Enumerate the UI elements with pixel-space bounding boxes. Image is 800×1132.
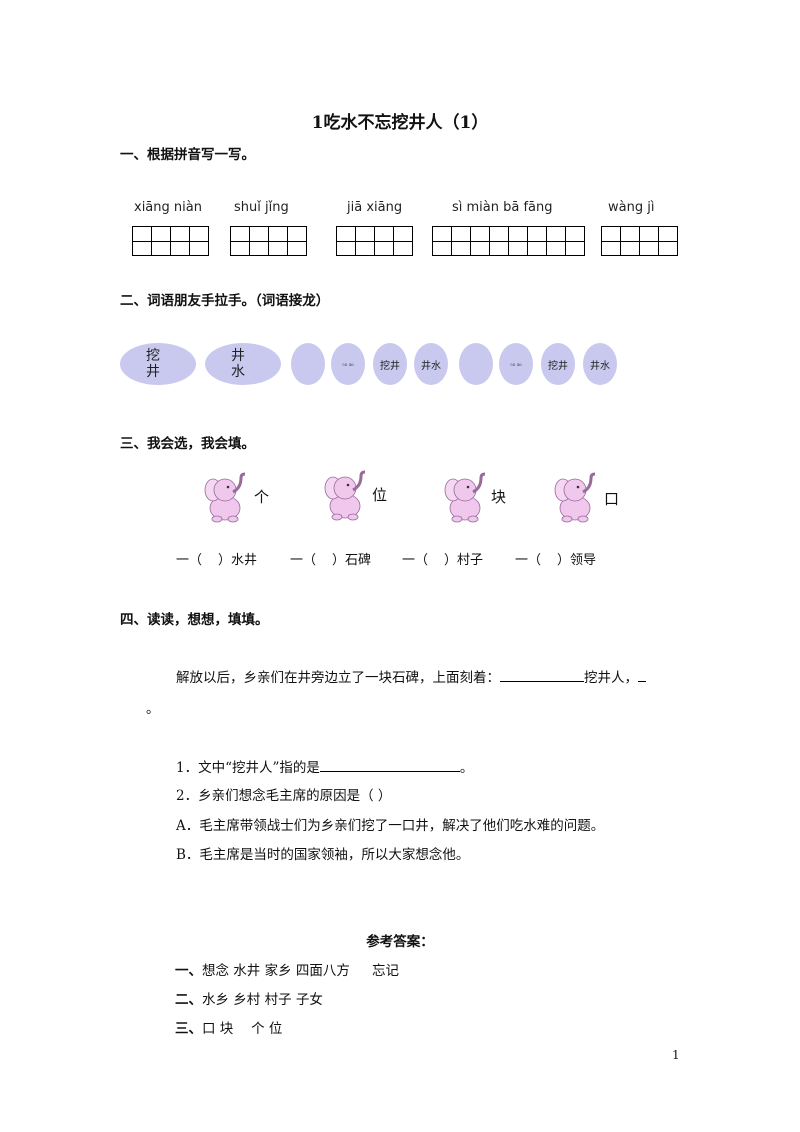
oval-char-top: 井	[231, 348, 245, 364]
tiny-oval[interactable]: 58 46	[499, 343, 533, 385]
small-word-oval[interactable]: 井水	[583, 343, 617, 385]
blank-oval[interactable]	[291, 343, 325, 385]
answer-line: 一、想念 水井 家乡 四面八方 忘记	[175, 959, 399, 979]
fill-prefix: 一（	[515, 553, 542, 568]
fill-suffix: ）村子	[444, 553, 484, 568]
answers-title: 参考答案：	[366, 934, 434, 950]
answer-label: 一、	[175, 963, 202, 979]
fill-suffix: ）石碑	[332, 553, 372, 568]
fill-item[interactable]: 一（ ）村子	[402, 549, 483, 568]
oval-char-bottom: 水	[231, 364, 245, 380]
tiny-oval[interactable]: 58 46	[331, 343, 365, 385]
fill-prefix: 一（	[290, 553, 317, 568]
fill-item[interactable]: 一（ ）水井	[176, 549, 257, 568]
small-word-oval[interactable]: 挖井	[373, 343, 407, 385]
question-2: 2．乡亲们想念毛主席的原因是（ ）	[176, 788, 392, 804]
fill-prefix: 一（	[176, 553, 203, 568]
para-text: 解放以后，乡亲们在井旁边立了一块石碑，上面刻着：	[176, 670, 500, 686]
answer-line: 三、口 块 个 位	[175, 1017, 282, 1037]
answer-text: 想念 水井 家乡 四面八方 忘记	[202, 963, 399, 979]
section3-heading: 三、我会选，我会填。	[120, 436, 255, 452]
pinyin-3: jiā xiāng	[347, 200, 403, 215]
writing-grid-1[interactable]	[132, 226, 209, 256]
reading-paragraph: 解放以后，乡亲们在井旁边立了一块石碑，上面刻着： 挖井人，	[176, 666, 646, 686]
pinyin-2: shuǐ jǐng	[234, 200, 289, 215]
para-end: 。	[146, 701, 160, 717]
small-word-oval[interactable]: 挖井	[541, 343, 575, 385]
option-b[interactable]: B．毛主席是当时的国家领袖，所以大家想念他。	[176, 847, 470, 863]
oval-char-top: 挖	[146, 348, 160, 364]
writing-grid-4[interactable]	[432, 226, 585, 256]
fill-suffix: ）水井	[218, 553, 258, 568]
answer-text: 水乡 乡村 村子 子女	[202, 992, 323, 1008]
answer-line: 二、水乡 乡村 村子 子女	[175, 988, 323, 1008]
blank-oval[interactable]	[459, 343, 493, 385]
page-title: 1吃水不忘挖井人（1）	[311, 113, 489, 133]
fill-item[interactable]: 一（ ）领导	[515, 549, 596, 568]
blank-line[interactable]	[319, 759, 460, 772]
choice-word[interactable]: 个	[254, 488, 270, 506]
word-oval[interactable]: 井水	[205, 343, 281, 385]
section2-heading: 二、词语朋友手拉手。（词语接龙）	[120, 293, 330, 309]
writing-grid-5[interactable]	[601, 226, 678, 256]
choice-word[interactable]: 块	[491, 488, 507, 506]
elephant-icon	[444, 472, 486, 523]
choice-word[interactable]: 口	[604, 490, 620, 508]
option-a[interactable]: A．毛主席带领战士们为乡亲们挖了一口井，解决了他们吃水难的问题。	[176, 818, 605, 834]
small-word-oval[interactable]: 井水	[414, 343, 448, 385]
blank-line[interactable]	[638, 669, 646, 682]
elephant-icon	[324, 470, 366, 521]
fill-item[interactable]: 一（ ）石碑	[290, 549, 371, 568]
tiny-mark: 58 46	[510, 361, 522, 367]
blank-line[interactable]	[500, 669, 584, 682]
question-1: 1．文中“挖井人”指的是 。	[176, 756, 473, 776]
writing-grid-3[interactable]	[336, 226, 413, 256]
fill-suffix: ）领导	[557, 553, 597, 568]
small-oval-label: 挖井	[548, 360, 568, 372]
q1-text: 1．文中“挖井人”指的是	[176, 760, 320, 776]
answer-text: 口 块 个 位	[202, 1021, 283, 1037]
elephant-icon	[554, 472, 596, 523]
writing-grid-2[interactable]	[230, 226, 307, 256]
para-text: 挖井人，	[584, 670, 638, 686]
small-oval-label: 挖井	[380, 360, 400, 372]
answer-label: 三、	[175, 1021, 202, 1037]
small-oval-label: 井水	[590, 360, 610, 372]
oval-char-bottom: 井	[146, 364, 160, 380]
small-oval-label: 井水	[421, 360, 441, 372]
elephant-icon	[204, 472, 246, 523]
fill-prefix: 一（	[402, 553, 429, 568]
pinyin-1: xiāng niàn	[134, 200, 202, 215]
q1-end: 。	[459, 760, 474, 776]
answer-label: 二、	[175, 992, 202, 1008]
pinyin-5: wàng jì	[608, 200, 655, 215]
page-number: 1	[672, 1048, 680, 1062]
section1-heading: 一、根据拼音写一写。	[120, 147, 255, 163]
word-oval[interactable]: 挖井	[120, 343, 196, 385]
tiny-mark: 58 46	[342, 361, 354, 367]
section4-heading: 四、读读，想想，填填。	[120, 612, 269, 628]
pinyin-4: sì miàn bā fāng	[452, 200, 553, 215]
choice-word[interactable]: 位	[372, 486, 388, 504]
